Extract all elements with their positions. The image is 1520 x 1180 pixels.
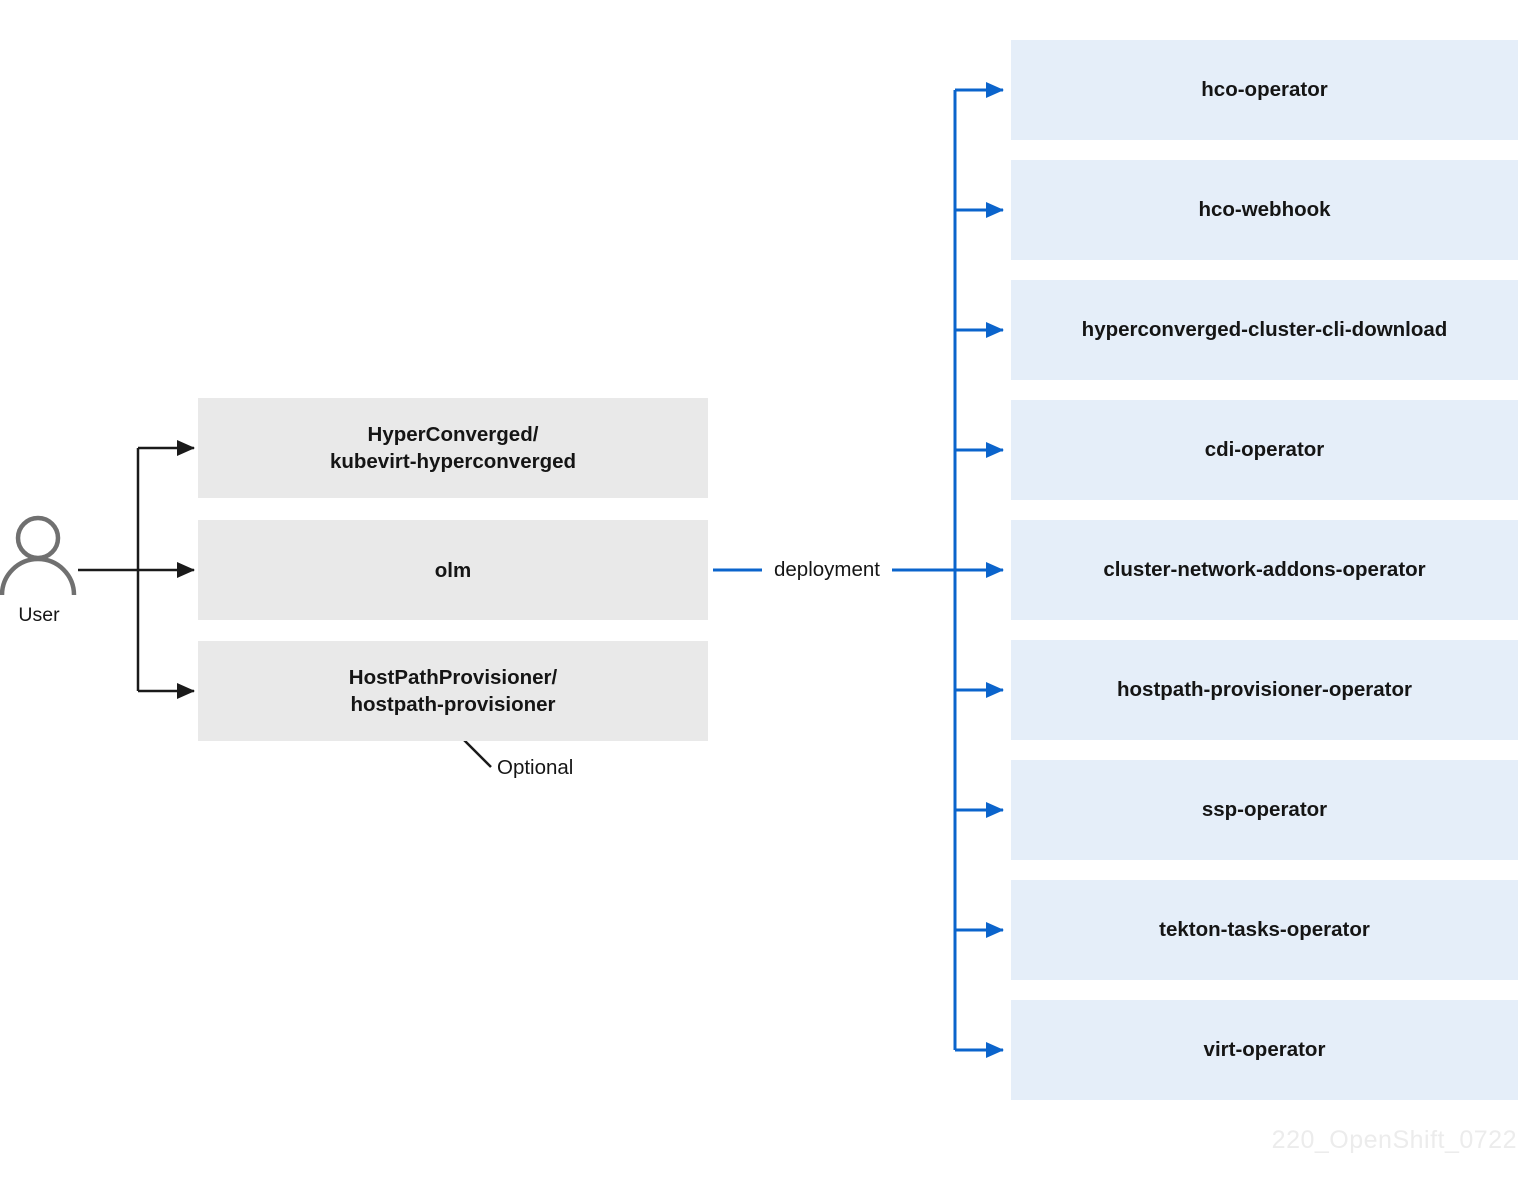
- node-label: virt-operator: [1203, 1038, 1326, 1061]
- user-fanout-connector: [78, 440, 195, 699]
- node-label-line: olm: [434, 558, 472, 582]
- node-olm[interactable]: olm: [198, 520, 708, 620]
- node-label: hyperconverged-cluster-cli-download: [1081, 318, 1448, 341]
- node-label: tekton-tasks-operator: [1159, 918, 1370, 941]
- node-label: cdi-operator: [1204, 438, 1325, 461]
- node-label-line: HyperConverged/: [367, 423, 539, 446]
- node-cluster-network-addons-operator[interactable]: cluster-network-addons-operator: [1011, 520, 1518, 620]
- node-label-line: kubevirt-hyperconverged: [329, 450, 577, 473]
- node-hco-operator[interactable]: hco-operator: [1011, 40, 1518, 140]
- node-label: hco-operator: [1201, 78, 1328, 101]
- node-hostpathprovisioner[interactable]: HostPathProvisioner/ hostpath-provisione…: [198, 641, 708, 741]
- diagram-watermark: 220_OpenShift_0722: [1271, 1126, 1517, 1154]
- user-icon: [0, 515, 77, 596]
- node-tekton-tasks-operator[interactable]: tekton-tasks-operator: [1011, 880, 1518, 980]
- node-virt-operator[interactable]: virt-operator: [1011, 1000, 1518, 1100]
- deployment-edge-label: deployment: [762, 553, 892, 587]
- node-hostpath-provisioner-operator[interactable]: hostpath-provisioner-operator: [1011, 640, 1518, 740]
- node-cdi-operator[interactable]: cdi-operator: [1011, 400, 1518, 500]
- node-hyperconverged-cluster-cli-download[interactable]: hyperconverged-cluster-cli-download: [1011, 280, 1518, 380]
- node-label: hco-webhook: [1198, 198, 1331, 221]
- node-label: ssp-operator: [1201, 798, 1328, 821]
- node-hco-webhook[interactable]: hco-webhook: [1011, 160, 1518, 260]
- node-label-line: hostpath-provisioner: [350, 693, 556, 716]
- optional-annotation: Optional: [497, 756, 574, 779]
- node-label: hostpath-provisioner-operator: [1117, 678, 1412, 701]
- node-ssp-operator[interactable]: ssp-operator: [1011, 760, 1518, 860]
- node-label: cluster-network-addons-operator: [1103, 558, 1426, 581]
- user-label: User: [18, 604, 60, 626]
- node-hyperconverged[interactable]: HyperConverged/ kubevirt-hyperconverged: [198, 398, 708, 498]
- node-label-line: HostPathProvisioner/: [348, 666, 558, 689]
